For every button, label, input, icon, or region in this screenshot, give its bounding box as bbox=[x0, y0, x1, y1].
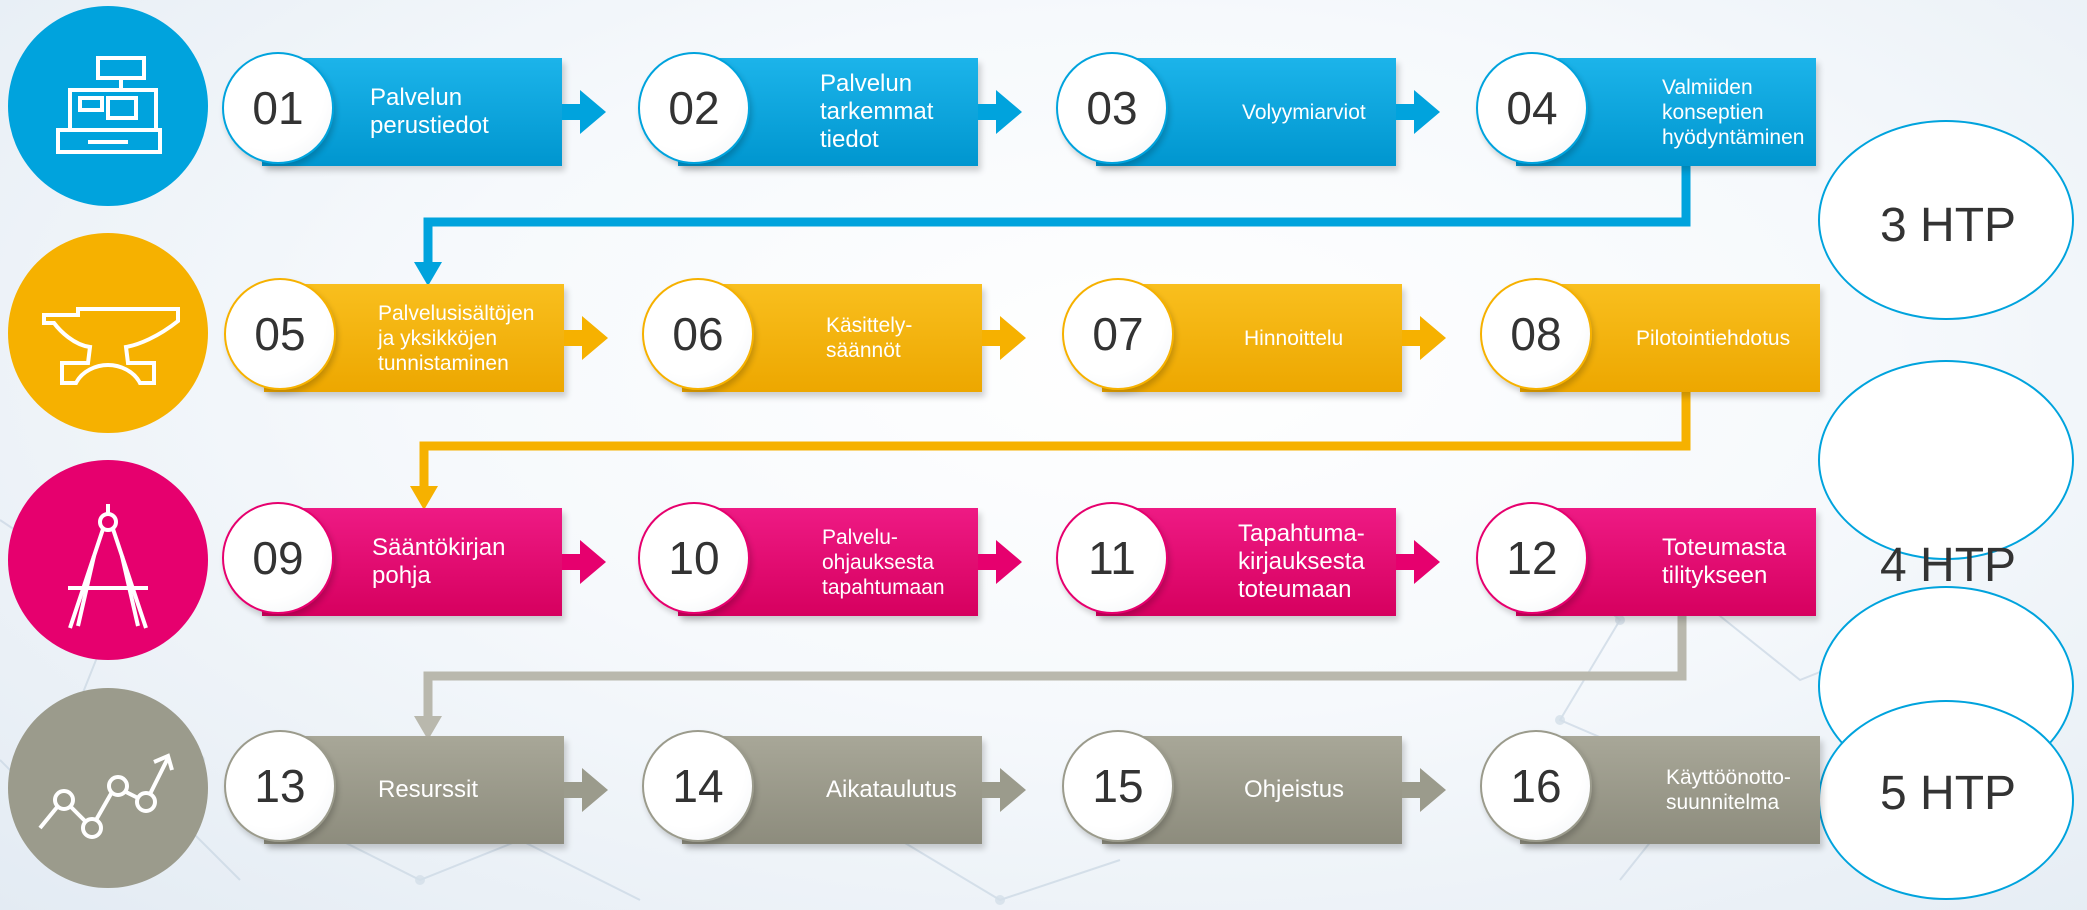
stage-circle-2 bbox=[8, 233, 208, 433]
htp-oval-2 bbox=[1818, 360, 2074, 560]
flow-arrow-icon bbox=[580, 90, 606, 134]
step-number: 15 bbox=[1062, 730, 1174, 842]
htp-label-3: 3 HTP bbox=[1880, 199, 2017, 252]
step-07: 07 Hinnoittelu bbox=[1062, 278, 1402, 392]
flow-arrow-stem bbox=[1402, 782, 1422, 798]
step-number: 10 bbox=[638, 502, 750, 614]
stage-circle-4 bbox=[8, 688, 208, 888]
step-14: 14 Aikataulutus bbox=[642, 730, 982, 844]
step-number: 02 bbox=[638, 52, 750, 164]
connector-row2-row3-arrow bbox=[410, 486, 438, 510]
connector-row2-row3 bbox=[419, 382, 1691, 496]
flow-arrow-icon bbox=[996, 90, 1022, 134]
step-label: Aikataulutus bbox=[826, 776, 957, 803]
flow-arrow-icon bbox=[1420, 316, 1446, 360]
step-number: 13 bbox=[224, 730, 336, 842]
compass-drawing-icon bbox=[68, 504, 148, 629]
flow-arrow-stem bbox=[1402, 330, 1422, 346]
connector-row3-row4 bbox=[423, 608, 1687, 726]
stage-circle-3 bbox=[8, 460, 208, 660]
flow-arrow-icon bbox=[582, 768, 608, 812]
connector-row1-row2-arrow bbox=[414, 262, 442, 286]
step-06: 06 Käsittely- säännöt bbox=[642, 278, 982, 392]
step-13: 13 Resurssit bbox=[224, 730, 564, 844]
flow-arrow-icon bbox=[1414, 540, 1440, 584]
htp-label-4: 4 HTP bbox=[1880, 539, 2017, 592]
connector-row1-row2 bbox=[423, 152, 1691, 272]
step-15: 15 Ohjeistus bbox=[1062, 730, 1402, 844]
step-label: Pilotointiehdotus bbox=[1636, 326, 1791, 350]
step-label: Palvelun tarkemmat tiedot bbox=[820, 70, 934, 153]
connector-row3-row4-arrow bbox=[414, 716, 442, 740]
step-label: Palvelusisältöjen ja yksikköjen tunnista… bbox=[378, 301, 535, 375]
step-label: Käsittely- säännöt bbox=[826, 314, 913, 362]
step-number: 12 bbox=[1476, 502, 1588, 614]
step-label: Ohjeistus bbox=[1244, 776, 1345, 803]
step-08: 08 Pilotointiehdotus bbox=[1480, 278, 1820, 392]
step-16: 16 Käyttöönotto- suunnitelma bbox=[1480, 730, 1820, 844]
step-label: Sääntökirjan pohja bbox=[372, 534, 506, 589]
step-number: 14 bbox=[642, 730, 754, 842]
flow-arrow-stem bbox=[564, 330, 584, 346]
anvil-icon bbox=[42, 307, 180, 385]
step-number: 05 bbox=[224, 278, 336, 390]
step-label: Valmiiden konseptien hyödyntäminen bbox=[1662, 75, 1805, 149]
step-11: 11 Tapahtuma- kirjauksesta toteumaan bbox=[1056, 502, 1396, 616]
step-number: 01 bbox=[222, 52, 334, 164]
step-label: Palvelu- ohjauksesta tapahtumaan bbox=[822, 525, 945, 599]
htp-label-5: 5 HTP bbox=[1880, 767, 2017, 820]
step-number: 09 bbox=[222, 502, 334, 614]
flow-arrow-icon bbox=[582, 316, 608, 360]
flow-arrow-stem bbox=[982, 782, 1002, 798]
htp-oval-1 bbox=[1818, 120, 2074, 320]
flow-arrow-icon bbox=[1420, 768, 1446, 812]
step-number: 04 bbox=[1476, 52, 1588, 164]
step-number: 06 bbox=[642, 278, 754, 390]
step-label: Resurssit bbox=[378, 776, 479, 803]
flow-arrow-icon bbox=[580, 540, 606, 584]
step-number: 07 bbox=[1062, 278, 1174, 390]
step-number: 11 bbox=[1056, 502, 1168, 614]
step-10: 10 Palvelu- ohjauksesta tapahtumaan bbox=[638, 502, 978, 616]
step-label: Tapahtuma- kirjauksesta toteumaan bbox=[1238, 520, 1365, 603]
flow-arrow-stem bbox=[1396, 104, 1416, 120]
step-04: 04 Valmiiden konseptien hyödyntäminen bbox=[1476, 52, 1816, 166]
step-label: Palvelun perustiedot bbox=[370, 84, 489, 139]
step-09: 09 Sääntökirjan pohja bbox=[222, 502, 562, 616]
step-03: 03 Volyymiarviot bbox=[1056, 52, 1396, 166]
step-number: 16 bbox=[1480, 730, 1592, 842]
stage-circle-1 bbox=[8, 6, 208, 206]
flow-arrow-stem bbox=[562, 554, 582, 570]
flow-arrow-stem bbox=[982, 330, 1002, 346]
flow-arrow-icon bbox=[1000, 768, 1026, 812]
step-number: 03 bbox=[1056, 52, 1168, 164]
step-05: 05 Palvelusisältöjen ja yksikköjen tunni… bbox=[224, 278, 564, 392]
cash-register-icon bbox=[56, 56, 162, 154]
step-02: 02 Palvelun tarkemmat tiedot bbox=[638, 52, 978, 166]
trend-chart-icon bbox=[38, 753, 174, 839]
step-label: Toteumasta tilitykseen bbox=[1662, 534, 1787, 589]
flow-arrow-stem bbox=[978, 554, 998, 570]
step-label: Käyttöönotto- suunnitelma bbox=[1666, 766, 1791, 814]
step-number: 08 bbox=[1480, 278, 1592, 390]
flow-arrow-stem bbox=[1396, 554, 1416, 570]
flow-arrow-icon bbox=[1414, 90, 1440, 134]
step-label: Hinnoittelu bbox=[1244, 326, 1344, 350]
step-01: 01 Palvelun perustiedot bbox=[222, 52, 562, 166]
flow-arrow-stem bbox=[564, 782, 584, 798]
flow-arrow-icon bbox=[1000, 316, 1026, 360]
flow-arrow-stem bbox=[562, 104, 582, 120]
flow-arrow-icon bbox=[996, 540, 1022, 584]
step-12: 12 Toteumasta tilitykseen bbox=[1476, 502, 1816, 616]
flow-arrow-stem bbox=[978, 104, 998, 120]
step-label: Volyymiarviot bbox=[1242, 100, 1366, 124]
